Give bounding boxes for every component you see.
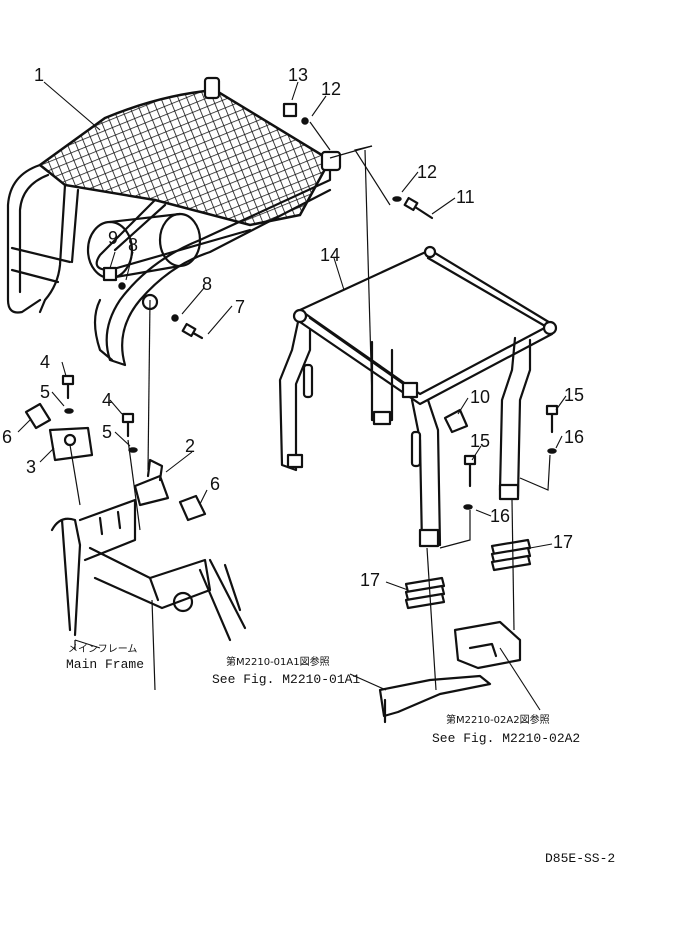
callout-1: 1 xyxy=(34,65,44,85)
callout-10: 10 xyxy=(470,387,490,407)
main-frame-label-en: Main Frame xyxy=(66,657,144,672)
callout-15a: 15 xyxy=(564,385,584,405)
main-frame-label-jp: メインフレーム xyxy=(68,643,137,655)
leader-lines xyxy=(17,81,567,711)
callout-4b: 4 xyxy=(102,390,112,410)
callout-5a: 5 xyxy=(40,382,50,402)
canopy-frame xyxy=(278,245,558,548)
callout-8b: 8 xyxy=(202,274,212,294)
callout-6a: 6 xyxy=(2,427,12,447)
ref2-label-jp: 第M2210-02A2図参照 xyxy=(446,713,550,726)
callout-11: 11 xyxy=(456,187,475,207)
ref1-label-en: See Fig. M2210-01A1 xyxy=(212,672,360,687)
bracket-group xyxy=(24,314,207,522)
callout-4a: 4 xyxy=(40,352,50,372)
upper-hardware xyxy=(282,102,434,220)
callout-2: 2 xyxy=(185,436,195,456)
callout-16a: 16 xyxy=(564,427,584,447)
lower-hardware xyxy=(404,404,559,610)
drawing-code: D85E-SS-2 xyxy=(545,851,615,866)
callout-12b: 12 xyxy=(417,162,437,182)
callout-17a: 17 xyxy=(553,532,573,552)
callout-8a: 8 xyxy=(128,235,138,255)
callout-numbers: 1 2 3 4 4 5 5 6 6 7 8 8 9 10 11 12 12 13… xyxy=(2,65,584,590)
ref1-label-jp: 第M2210-01A1図参照 xyxy=(226,655,330,668)
rear-guard-assembly xyxy=(6,76,342,367)
callout-6b: 6 xyxy=(210,474,220,494)
main-frame xyxy=(50,498,247,642)
callout-7: 7 xyxy=(235,297,245,317)
callout-3: 3 xyxy=(26,457,36,477)
callout-17b: 17 xyxy=(360,570,380,590)
callout-15b: 15 xyxy=(470,431,490,451)
callout-12a: 12 xyxy=(321,79,341,99)
floor-mounts xyxy=(378,620,522,724)
callout-14: 14 xyxy=(320,245,340,265)
callout-5b: 5 xyxy=(102,422,112,442)
ref2-label-en: See Fig. M2210-02A2 xyxy=(432,731,580,746)
callout-9: 9 xyxy=(108,228,118,248)
callout-16b: 16 xyxy=(490,506,510,526)
callout-13: 13 xyxy=(288,65,308,85)
reference-labels: メインフレーム Main Frame 第M2210-01A1図参照 See Fi… xyxy=(66,643,615,866)
assembly-lines xyxy=(69,121,551,691)
